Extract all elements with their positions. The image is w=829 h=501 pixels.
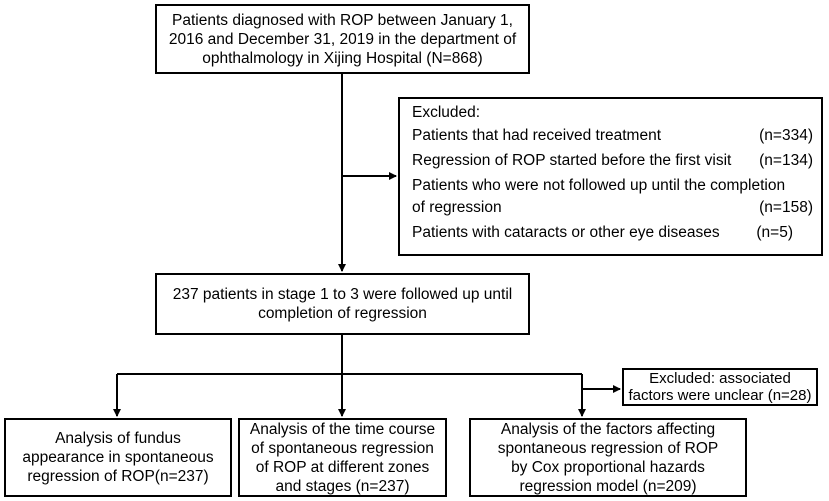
- excluded-item-text: Regression of ROP started before the fir…: [412, 152, 732, 169]
- excluded-item-count: (n=134): [759, 152, 813, 169]
- excluded-item-text: Patients that had received treatment: [412, 127, 662, 144]
- excluded-item-text: Patients who were not followed up until …: [412, 177, 786, 194]
- box-text-line: regression model (n=209): [519, 477, 697, 495]
- box-text-line: ophthalmology in Xijing Hospital (N=868): [202, 49, 483, 67]
- box-text-line: 237 patients in stage 1 to 3 were follow…: [172, 286, 513, 303]
- box-text-line: Excluded: associated: [649, 370, 791, 387]
- excluded-title: Excluded:: [412, 104, 481, 121]
- excluded-item: of regression (n=158): [412, 198, 813, 217]
- excluded-item-count: (n=334): [759, 127, 813, 144]
- excluded-item: Patients that had received treatment (n=…: [412, 126, 813, 145]
- box-text-line: by Cox proportional hazards: [511, 458, 705, 476]
- excluded-item-count: (n=5): [756, 224, 793, 241]
- box-text-line: factors were unclear (n=28): [628, 387, 812, 404]
- box-followed-patients: 237 patients in stage 1 to 3 were follow…: [155, 273, 530, 335]
- box-side-excluded: Excluded: associated factors were unclea…: [622, 368, 818, 406]
- box-text-line: Patients diagnosed with ROP between Janu…: [172, 11, 513, 29]
- box-diagnosed-patients: Patients diagnosed with ROP between Janu…: [155, 4, 530, 74]
- box-text-line: regression of ROP(n=237): [27, 468, 209, 485]
- excluded-item: Regression of ROP started before the fir…: [412, 151, 813, 170]
- box-text-line: spontaneous regression of ROP: [497, 439, 719, 457]
- box-text-line: of ROP at different zones: [255, 458, 430, 476]
- excluded-item-count: [807, 176, 813, 195]
- excluded-item: Patients who were not followed up until …: [412, 176, 813, 195]
- box-excluded-criteria: Excluded: Patients that had received tre…: [398, 97, 823, 256]
- box-text-line: Analysis of fundus: [55, 430, 181, 447]
- box-analysis-time-course: Analysis of the time course of spontaneo…: [238, 418, 447, 497]
- box-text-line: Analysis of the time course: [249, 420, 436, 438]
- box-text-line: 2016 and December 31, 2019 in the depart…: [168, 30, 517, 48]
- excluded-item-count: (n=158): [759, 199, 813, 216]
- box-text-line: completion of regression: [258, 305, 427, 322]
- box-text-line: and stages (n=237): [275, 477, 410, 495]
- box-text-line: of spontaneous regression: [251, 439, 434, 457]
- box-text-line: appearance in spontaneous: [22, 449, 214, 466]
- box-analysis-factors: Analysis of the factors affecting sponta…: [469, 418, 747, 497]
- excluded-item-text: Patients with cataracts or other eye dis…: [412, 224, 720, 241]
- excluded-item-text: of regression: [412, 199, 502, 216]
- excluded-item: Patients with cataracts or other eye dis…: [412, 223, 813, 242]
- box-analysis-fundus: Analysis of fundus appearance in spontan…: [4, 418, 232, 497]
- box-text-line: Analysis of the factors affecting: [500, 420, 716, 438]
